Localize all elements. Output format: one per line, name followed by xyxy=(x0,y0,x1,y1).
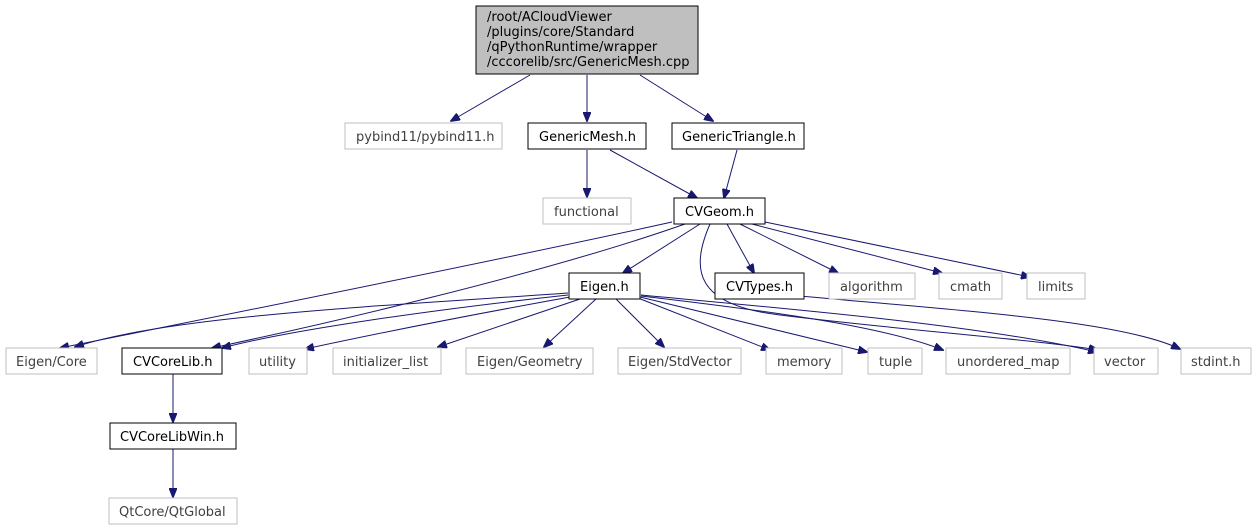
svg-text:functional: functional xyxy=(554,205,619,220)
node-algorithm: algorithm xyxy=(828,272,916,300)
edge-root-pybind11 xyxy=(451,74,531,121)
edge-cvtypes-stdint xyxy=(799,295,1180,349)
svg-text:CVTypes.h: CVTypes.h xyxy=(726,280,793,295)
edge-cvgeom-cmath xyxy=(751,223,942,273)
node-initializer-list: initializer_list xyxy=(332,347,442,375)
node-cmath: cmath xyxy=(938,272,1003,300)
edge-root-generictriangle xyxy=(639,74,713,121)
svg-text:memory: memory xyxy=(777,355,832,370)
node-tuple: tuple xyxy=(867,347,923,375)
edge-cvgeom-cvcorelib xyxy=(212,223,686,348)
node-pybind11: pybind11/pybind11.h xyxy=(344,122,503,150)
svg-text:Eigen/Core: Eigen/Core xyxy=(16,355,87,370)
svg-text:vector: vector xyxy=(1104,355,1146,370)
svg-text:unordered_map: unordered_map xyxy=(957,355,1060,370)
svg-text:GenericMesh.h: GenericMesh.h xyxy=(539,130,636,145)
edge-cvgeom-algorithm xyxy=(739,223,838,273)
node-cvtypes[interactable]: CVTypes.h xyxy=(714,272,805,300)
node-functional: functional xyxy=(542,197,632,225)
node-memory: memory xyxy=(765,347,843,375)
svg-text:Eigen.h: Eigen.h xyxy=(580,280,629,295)
node-root-file[interactable]: /root/ACloudViewer /plugins/core/Standar… xyxy=(475,5,699,75)
edge-generictriangle-cvgeom xyxy=(724,149,738,198)
node-qtcore-qtglobal: QtCore/QtGlobal xyxy=(108,497,238,525)
node-generictriangle[interactable]: GenericTriangle.h xyxy=(671,122,805,150)
svg-text:initializer_list: initializer_list xyxy=(343,355,428,370)
svg-text:algorithm: algorithm xyxy=(840,280,903,295)
root-line-4: /cccorelib/src/GenericMesh.cpp xyxy=(487,55,689,70)
svg-text:utility: utility xyxy=(259,355,296,370)
edge-eigen-initializer-list xyxy=(438,298,581,347)
edge-eigen-vector xyxy=(640,294,1097,352)
node-eigen-stdvector: Eigen/StdVector xyxy=(617,347,742,375)
svg-text:CVCoreLib.h: CVCoreLib.h xyxy=(133,355,213,370)
edges xyxy=(60,74,1180,497)
node-eigen-geometry: Eigen/Geometry xyxy=(465,347,594,375)
node-vector: vector xyxy=(1093,347,1159,375)
node-utility: utility xyxy=(248,347,308,375)
node-unordered-map: unordered_map xyxy=(945,347,1071,375)
node-eigen-core: Eigen/Core xyxy=(5,347,98,375)
edge-cvgeom-vector xyxy=(699,223,1098,350)
node-cvcorelib[interactable]: CVCoreLib.h xyxy=(121,347,223,375)
svg-text:cmath: cmath xyxy=(950,280,991,295)
svg-text:CVCoreLibWin.h: CVCoreLibWin.h xyxy=(120,430,224,445)
root-line-3: /qPythonRuntime/wrapper xyxy=(487,40,658,55)
edge-eigen-eigengeometry xyxy=(544,298,597,347)
edge-eigen-eigencore xyxy=(75,292,569,347)
svg-text:Eigen/StdVector: Eigen/StdVector xyxy=(628,355,732,370)
root-line-1: /root/ACloudViewer xyxy=(487,10,612,25)
edge-cvgeom-eigen xyxy=(623,223,701,273)
svg-text:GenericTriangle.h: GenericTriangle.h xyxy=(682,130,796,145)
edge-cvgeom-limits xyxy=(764,221,1030,277)
svg-text:tuple: tuple xyxy=(879,355,912,370)
edge-eigen-tuple xyxy=(639,296,867,352)
svg-text:CVGeom.h: CVGeom.h xyxy=(685,205,754,220)
svg-text:limits: limits xyxy=(1038,280,1074,295)
node-cvcorelibwin[interactable]: CVCoreLibWin.h xyxy=(109,422,237,450)
svg-text:pybind11/pybind11.h: pybind11/pybind11.h xyxy=(356,130,494,145)
edge-eigen-cvcorelib xyxy=(222,294,569,348)
svg-text:Eigen/Geometry: Eigen/Geometry xyxy=(477,355,583,370)
root-line-2: /plugins/core/Standard xyxy=(487,25,634,40)
svg-text:QtCore/QtGlobal: QtCore/QtGlobal xyxy=(119,505,226,520)
edge-eigen-unordered-map xyxy=(640,295,943,350)
node-stdint: stdint.h xyxy=(1180,347,1252,375)
svg-text:stdint.h: stdint.h xyxy=(1191,355,1240,370)
edge-genericmesh-cvgeom xyxy=(609,149,697,198)
edge-cvgeom-eigencore xyxy=(60,221,673,348)
node-eigen[interactable]: Eigen.h xyxy=(568,272,641,300)
node-genericmesh[interactable]: GenericMesh.h xyxy=(527,122,647,150)
edge-cvgeom-cvtypes xyxy=(726,223,754,273)
node-limits: limits xyxy=(1026,272,1086,300)
edge-eigen-memory xyxy=(637,297,770,350)
edge-eigen-eigenstdvector xyxy=(615,298,664,347)
edge-eigen-utility xyxy=(305,296,571,349)
node-cvgeom[interactable]: CVGeom.h xyxy=(673,197,766,225)
